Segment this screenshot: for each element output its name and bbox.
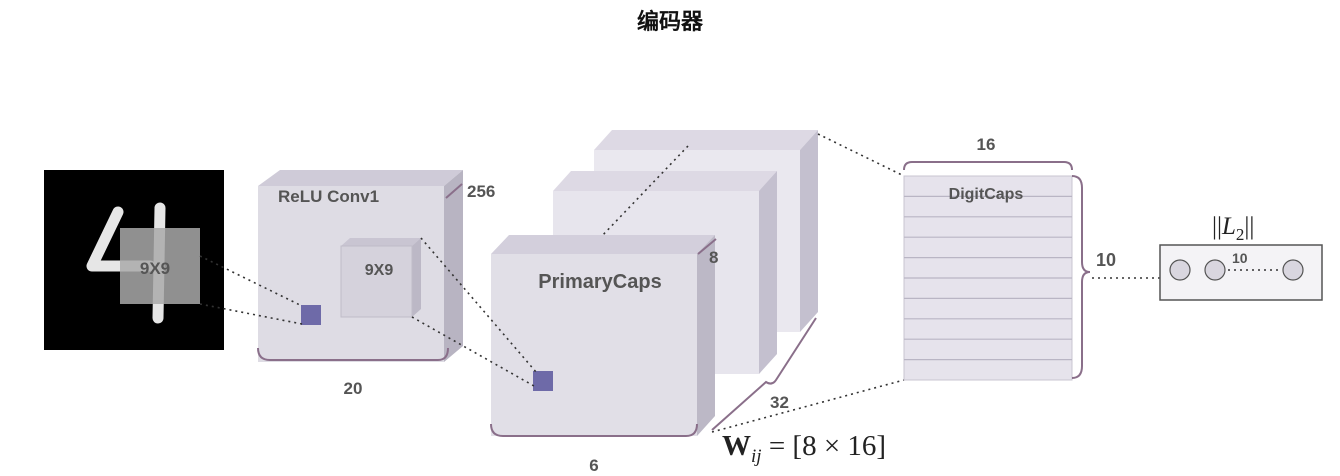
primary-to-digit-connections	[711, 133, 905, 433]
primary-count-brace	[711, 317, 817, 431]
weight-symbol: W	[722, 430, 751, 462]
output-label-sub: 2	[1236, 225, 1245, 244]
conn-line-pd-upper	[817, 133, 905, 177]
digit-height-label: 10	[1096, 250, 1116, 270]
conv1-side-face	[444, 170, 463, 362]
conv1-depth-label: 256	[467, 182, 495, 201]
weight-dimension: = [8 × 16]	[762, 430, 887, 462]
input-kernel-window	[120, 228, 200, 304]
input-image: 9X9	[44, 170, 224, 350]
output-block: ||L2|| 10	[1159, 213, 1323, 301]
conn-line-upper	[199, 255, 303, 307]
primary-back3-side	[800, 130, 818, 332]
weight-subscript: ij	[751, 446, 762, 467]
primary-front-side	[697, 235, 715, 436]
conv1-kernel-cell	[301, 305, 321, 325]
conn-line-pd-lower	[711, 379, 905, 433]
primary-width-brace	[490, 423, 698, 437]
output-unit-1	[1169, 259, 1191, 281]
primary-label: PrimaryCaps	[538, 271, 661, 293]
conv1-block: ReLU Conv1 9X9 256 20	[257, 170, 495, 398]
input-to-conv1-connections	[199, 255, 303, 325]
weight-formula-text: Wij = [8 × 16]	[722, 430, 886, 467]
conv1-inner-front	[340, 245, 413, 318]
digitcaps-block: 16 DigitCaps 10	[903, 135, 1160, 381]
digit-capsule-rows	[904, 195, 1072, 361]
primary-back3-top	[594, 130, 818, 150]
primary-back2-side	[759, 171, 777, 374]
primary-width-label: 6	[589, 456, 598, 475]
output-inner-count: 10	[1232, 250, 1248, 266]
conv1-label: ReLU Conv1	[278, 187, 379, 206]
primary-depth-label: 8	[709, 248, 718, 267]
conv1-width-label: 20	[344, 379, 363, 398]
conv1-depth-marker	[445, 183, 463, 199]
primary-front-face	[491, 254, 697, 436]
output-label-open: ||	[1212, 213, 1222, 240]
primary-count-label: 32	[770, 393, 789, 412]
primarycaps-block: PrimaryCaps 8 6 32	[490, 130, 818, 475]
digit-height-brace	[1071, 175, 1091, 379]
output-label-close: ||	[1244, 213, 1254, 240]
weight-formula: Wij = [8 × 16]	[722, 430, 886, 467]
conv1-width-brace	[257, 347, 449, 361]
output-unit-10	[1282, 259, 1304, 281]
conv1-kernel-label: 9X9	[365, 262, 394, 279]
primary-kernel-cell	[533, 371, 553, 391]
digit-label: DigitCaps	[949, 186, 1024, 203]
digit-width-brace	[903, 161, 1073, 171]
output-unit-2	[1204, 259, 1226, 281]
diagram-title: 编码器	[636, 10, 703, 35]
conv1-top-face	[258, 170, 463, 186]
output-label-var: L	[1221, 213, 1236, 240]
digit-width-label: 16	[977, 135, 996, 154]
output-label: ||L2||	[1212, 213, 1254, 244]
input-kernel-label: 9X9	[140, 259, 170, 278]
primary-back2-top	[553, 171, 777, 191]
conv1-inner-top	[341, 238, 421, 246]
primary-front-top	[491, 235, 715, 254]
conv1-inner-side	[412, 238, 421, 317]
primary-depth-marker	[697, 238, 717, 255]
